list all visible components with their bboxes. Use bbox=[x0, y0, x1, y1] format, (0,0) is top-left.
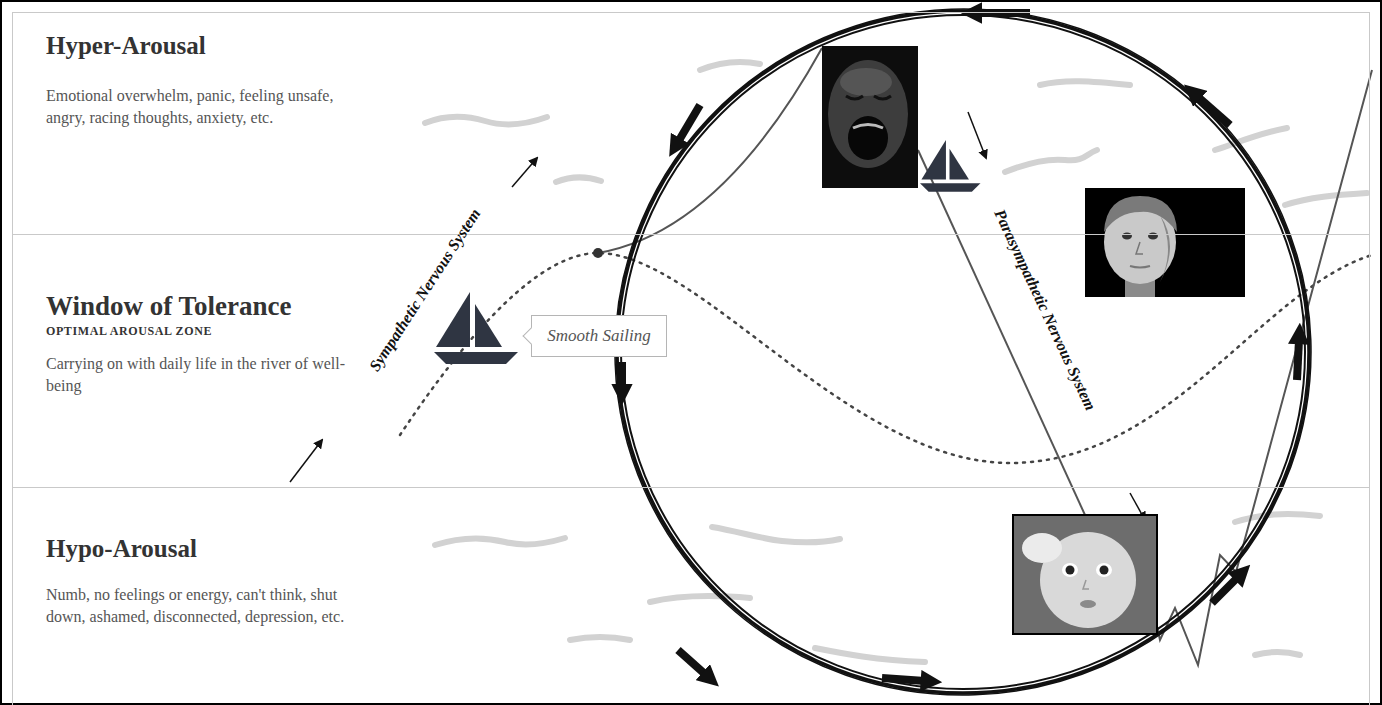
hand bbox=[1022, 533, 1062, 563]
cycle-arrows bbox=[622, 13, 1299, 681]
eye-white bbox=[1096, 563, 1112, 577]
band-heading: Hyper-Arousal bbox=[46, 31, 1369, 61]
rising-line bbox=[598, 48, 822, 253]
arousal-path bbox=[598, 48, 1372, 665]
boy-photo bbox=[1085, 188, 1245, 297]
sail bbox=[921, 140, 945, 180]
wave bbox=[556, 177, 601, 182]
callout-pointer bbox=[523, 328, 540, 345]
callout-text: Smooth Sailing bbox=[547, 326, 650, 346]
eyes bbox=[846, 96, 891, 99]
thick-arrow bbox=[1297, 340, 1299, 380]
thin-arrow bbox=[512, 158, 537, 187]
wave bbox=[435, 538, 565, 545]
photo-ground bbox=[1085, 188, 1245, 297]
wave bbox=[1040, 81, 1130, 85]
eye-white bbox=[1062, 563, 1078, 577]
mouth bbox=[1130, 266, 1150, 268]
teeth bbox=[853, 125, 883, 129]
wave bbox=[1235, 514, 1320, 522]
mouth bbox=[1080, 600, 1096, 608]
thick-arrow bbox=[882, 678, 925, 681]
band-subheading: OPTIMAL AROUSAL ZONE bbox=[46, 323, 1369, 339]
wave bbox=[570, 637, 630, 640]
circle-stroke bbox=[603, 0, 1323, 705]
wave bbox=[1255, 652, 1300, 655]
crying-child-photo bbox=[822, 46, 918, 188]
thick-arrow bbox=[1212, 577, 1238, 603]
thick-arrow bbox=[1197, 96, 1230, 125]
hull bbox=[434, 352, 518, 364]
arousal-band: Hyper-ArousalEmotional overwhelm, panic,… bbox=[12, 12, 1370, 235]
thick-arrow bbox=[678, 105, 700, 142]
wave bbox=[1005, 150, 1097, 172]
wave bbox=[712, 527, 840, 542]
zigzag-line bbox=[1150, 70, 1372, 665]
circle-stroke bbox=[617, 11, 1309, 693]
nervous-system-label: Parasympathetic Nervous System bbox=[990, 207, 1099, 414]
callout-box: Smooth Sailing bbox=[531, 315, 667, 357]
band-heading: Window of Tolerance bbox=[46, 291, 1369, 321]
thick-arrow bbox=[978, 9, 1030, 17]
baby-photo bbox=[1013, 515, 1157, 634]
band-description: Numb, no feelings or energy, can't think… bbox=[46, 584, 346, 628]
eye bbox=[1148, 233, 1158, 240]
branch-dot bbox=[593, 248, 603, 258]
circle-stroke bbox=[621, 15, 1305, 689]
thick-arrow bbox=[618, 362, 626, 388]
thin-arrows bbox=[290, 112, 1145, 520]
hull bbox=[920, 183, 980, 192]
band-description: Emotional overwhelm, panic, feeling unsa… bbox=[46, 85, 346, 129]
nose bbox=[1083, 580, 1089, 589]
photo-ground bbox=[822, 46, 918, 188]
sail bbox=[436, 292, 470, 347]
sail bbox=[950, 149, 969, 180]
nose bbox=[1136, 242, 1143, 254]
arousal-band: Hypo-ArousalNumb, no feelings or energy,… bbox=[12, 488, 1370, 705]
wave bbox=[700, 62, 760, 70]
sailboat bbox=[434, 292, 518, 364]
wave bbox=[425, 117, 547, 125]
thick-arrow bbox=[678, 650, 706, 675]
hand-drawn-circle bbox=[603, 0, 1323, 705]
wave bbox=[1285, 193, 1367, 205]
wave bbox=[650, 596, 750, 602]
sailboat bbox=[920, 140, 980, 192]
wave bbox=[815, 648, 925, 662]
sail bbox=[475, 304, 502, 347]
thin-arrow bbox=[968, 112, 986, 158]
eye bbox=[1100, 566, 1109, 575]
eye bbox=[1066, 566, 1075, 575]
band-heading: Hypo-Arousal bbox=[46, 534, 1369, 564]
face bbox=[828, 60, 908, 168]
photo-ground bbox=[1013, 515, 1157, 634]
nervous-system-label: Sympathetic Nervous System bbox=[366, 205, 485, 374]
eye bbox=[1122, 233, 1132, 240]
forehead bbox=[840, 68, 892, 96]
thin-arrow bbox=[290, 440, 322, 482]
arousal-band: Window of ToleranceOPTIMAL AROUSAL ZONE C… bbox=[12, 235, 1370, 488]
mouth bbox=[848, 116, 888, 160]
band-description: Carrying on with daily life in the river… bbox=[46, 353, 346, 397]
shadow bbox=[1160, 215, 1170, 282]
